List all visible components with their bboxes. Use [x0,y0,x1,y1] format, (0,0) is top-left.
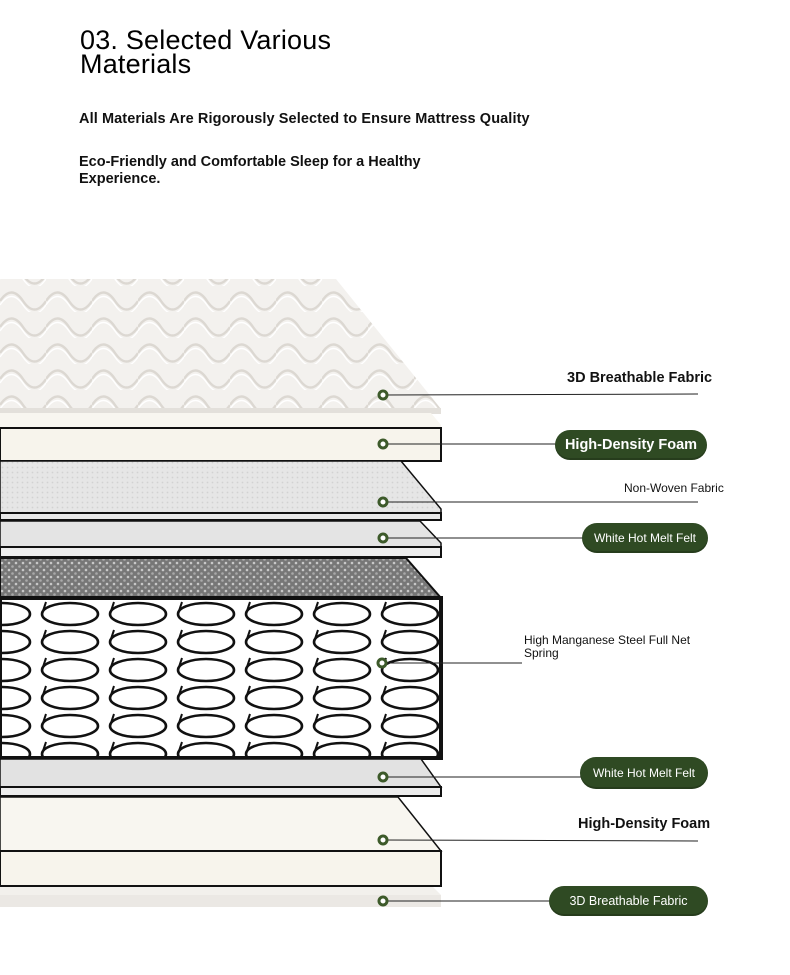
layer-3d-fabric-bottom [0,887,441,907]
pill-white-hot-melt-felt-top: White Hot Melt Felt [582,523,708,553]
layer-white-hot-melt-felt-bottom [0,758,443,797]
layer-spring-unit [0,557,444,760]
marker-dots [376,389,389,907]
label-non-woven-fabric: Non-Woven Fabric [624,481,724,495]
layer-white-hot-melt-felt-top [0,520,442,558]
layer-3d-fabric-top [0,279,441,414]
page-subtitle: All Materials Are Rigorously Selected to… [79,111,530,127]
label-high-density-foam-bottom: High-Density Foam [578,816,711,832]
label-3d-breathable-fabric-top: 3D Breathable Fabric [567,370,713,386]
page-title: 03. Selected Various Materials [80,25,332,79]
mattress-layers-illustration [0,279,699,907]
page-description: Eco-Friendly and Comfortable Sleep for a… [79,154,421,187]
pill-3d-breathable-fabric-bottom: 3D Breathable Fabric [549,886,708,916]
label-spring-unit: High Manganese Steel Full Net Spring [524,633,691,660]
pill-high-density-foam-top: High-Density Foam [555,430,707,460]
pill-white-hot-melt-felt-bottom: White Hot Melt Felt [580,757,708,789]
layer-high-density-foam-bottom [0,796,443,887]
layer-non-woven-fabric [0,460,442,521]
layer-high-density-foam-top [0,413,442,462]
leader-lines [382,393,699,902]
